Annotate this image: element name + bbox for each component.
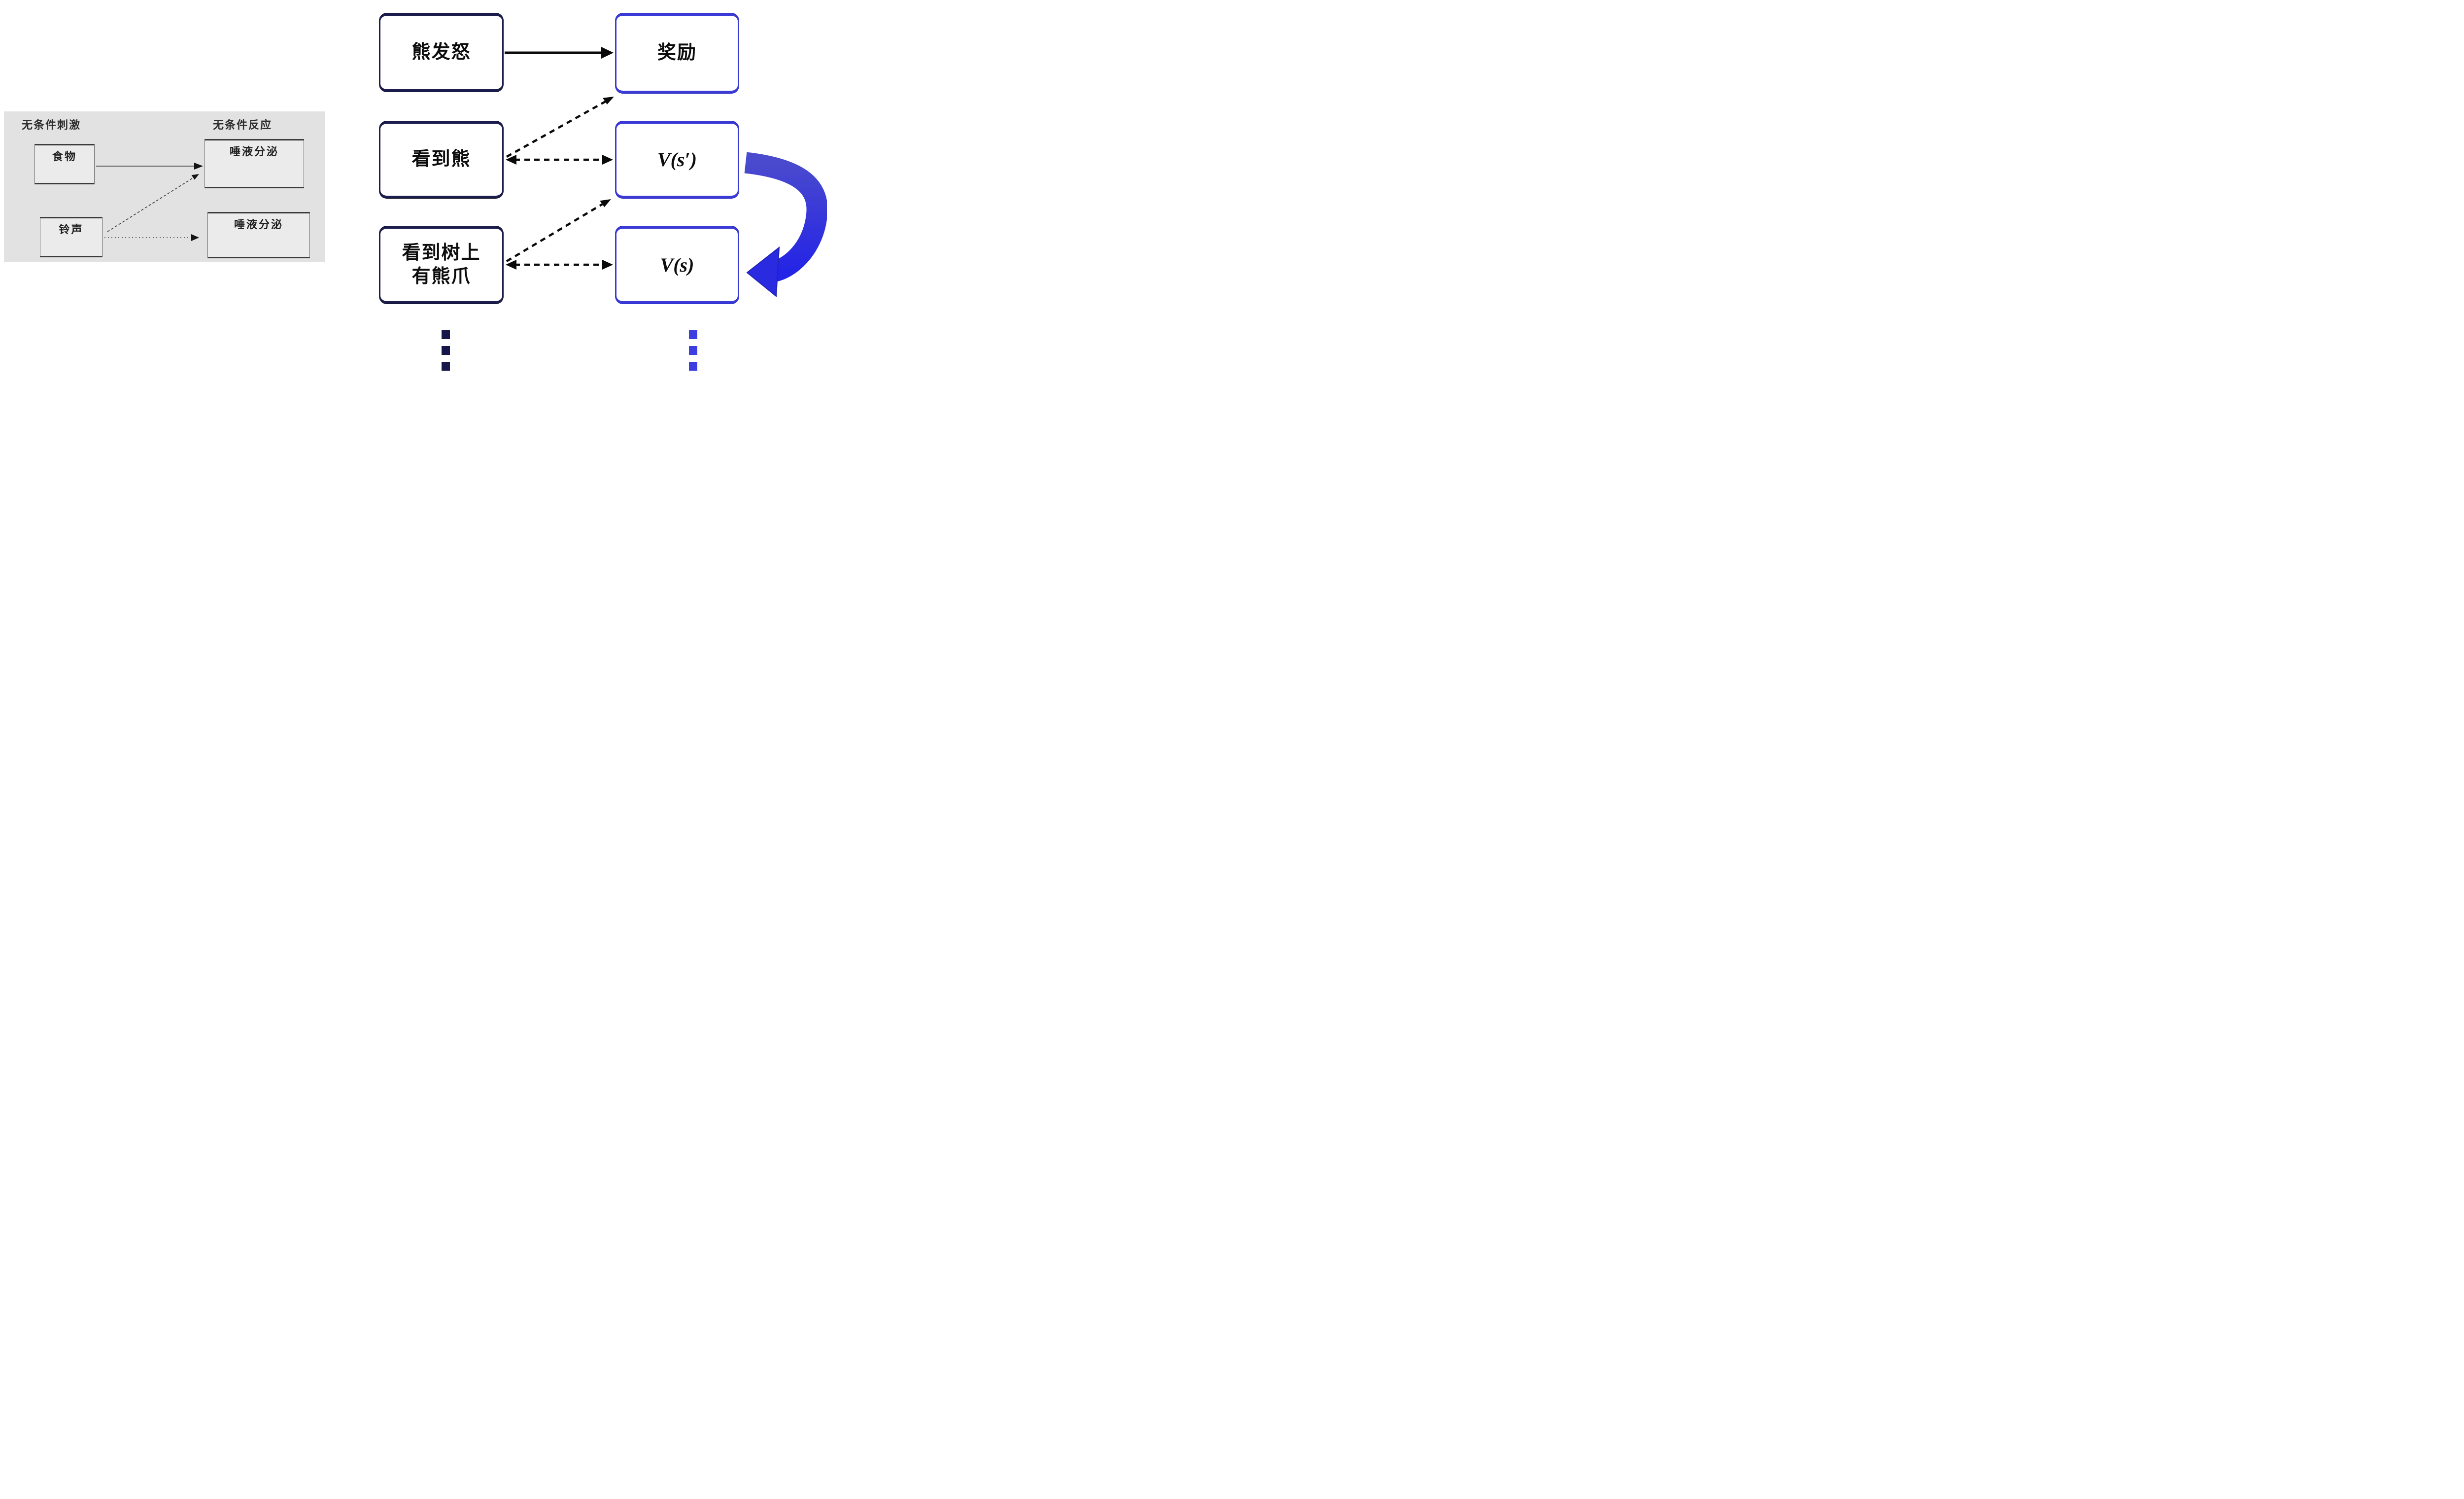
state-box-see-claw: 看到树上 有熊爪: [379, 226, 504, 304]
dot: [442, 346, 450, 355]
dot: [689, 346, 697, 355]
dot: [442, 330, 450, 339]
salivation-box-bottom: 唾液分泌: [207, 212, 310, 258]
dot: [689, 330, 697, 339]
value-box-v-next-label: V(s′): [657, 148, 697, 171]
loop-arrow: [744, 152, 827, 298]
food-box: 食物: [34, 144, 95, 184]
arrow-bear-reward: [505, 47, 614, 59]
arrow-claw-v: [506, 260, 613, 270]
state-box-see-claw-line2: 有熊爪: [411, 266, 471, 287]
state-box-see-bear: 看到熊: [379, 121, 504, 198]
state-box-see-bear-label: 看到熊: [411, 149, 471, 170]
salivation-box-top: 唾液分泌: [205, 139, 304, 188]
arrow-see-bear-v-next: [506, 155, 613, 165]
value-box-reward: 奖励: [615, 13, 739, 93]
label-unconditioned-response: 无条件反应: [213, 119, 273, 131]
value-box-v-label: V(s): [660, 253, 694, 276]
state-box-see-claw-line1: 看到树上: [402, 243, 481, 263]
dot: [442, 362, 450, 371]
ellipsis-dots-states: [442, 330, 450, 371]
bell-box: 铃声: [40, 217, 103, 257]
pavlov-panel: 无条件刺激 无条件反应 条件刺激 条件反应 食物 唾液分泌 铃声 唾液分泌: [4, 111, 325, 262]
value-box-v-next: V(s′): [615, 121, 739, 198]
ellipsis-dots-values: [689, 330, 697, 371]
state-box-bear-angry: 熊发怒: [379, 13, 504, 92]
diagram-canvas: 无条件刺激 无条件反应 条件刺激 条件反应 食物 唾液分泌 铃声 唾液分泌 熊发…: [0, 0, 827, 375]
dot: [689, 362, 697, 371]
label-unconditioned-stimulus: 无条件刺激: [22, 119, 81, 131]
value-box-v: V(s): [615, 226, 739, 304]
arrow-claw-v-next-diagonal: [506, 199, 611, 262]
arrow-see-bear-reward-diagonal: [506, 97, 614, 158]
value-box-reward-label: 奖励: [657, 42, 697, 64]
state-box-bear-angry-label: 熊发怒: [411, 41, 471, 63]
